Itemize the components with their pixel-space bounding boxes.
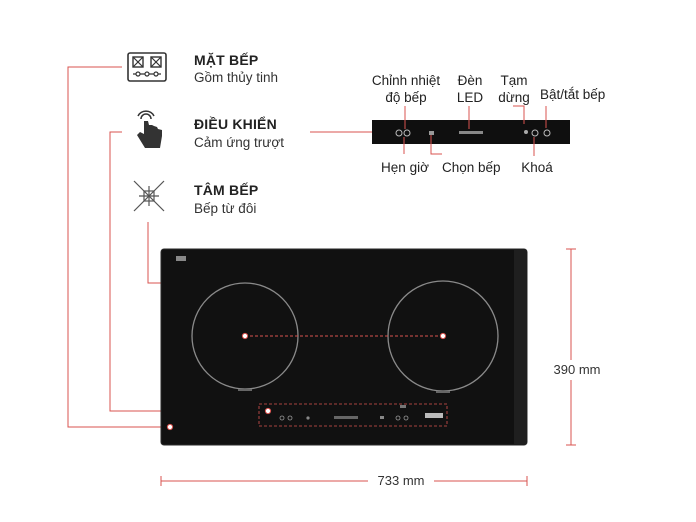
feature-title-glass: MẶT BẾP: [194, 52, 259, 68]
feature-subtitle-glass: Gồm thủy tinh: [194, 70, 279, 85]
label-timer: Hẹn giờ: [381, 160, 429, 175]
depth-label-bg: [546, 360, 608, 380]
touch-hand-icon: [130, 110, 166, 154]
label-lock: Khoá: [521, 160, 553, 175]
burner-zone-icon: [131, 178, 167, 214]
cooktop-badge: [176, 256, 186, 261]
width-label-bg: [368, 471, 434, 491]
label-select: Chọn bếp: [442, 160, 501, 175]
cooktop-edge: [514, 250, 526, 444]
feature-subtitle-zone: Bếp từ đôi: [194, 201, 257, 216]
cooktop-glass: [160, 248, 528, 446]
feature-title-zone: TÂM BẾP: [194, 182, 259, 198]
brand-plate: [425, 413, 443, 418]
label-pause: Tạm dừng: [498, 73, 530, 105]
right-burner-center: [439, 332, 447, 340]
depth-dimension: 390 mm: [553, 362, 601, 377]
feature-title-control: ĐIỀU KHIỂN: [194, 116, 277, 132]
gas-burner-icon: [127, 52, 167, 82]
label-power: Bật/tắt bếp: [540, 87, 606, 102]
left-burner-center: [241, 332, 249, 340]
feature-subtitle-control: Cảm ứng trượt: [194, 135, 284, 150]
label-temp-adjust: Chỉnh nhiệt độ bếp: [371, 73, 441, 105]
label-led: Đèn LED: [456, 73, 484, 105]
glass-leader-line: [67, 66, 170, 428]
width-dimension: 733 mm: [377, 473, 425, 488]
